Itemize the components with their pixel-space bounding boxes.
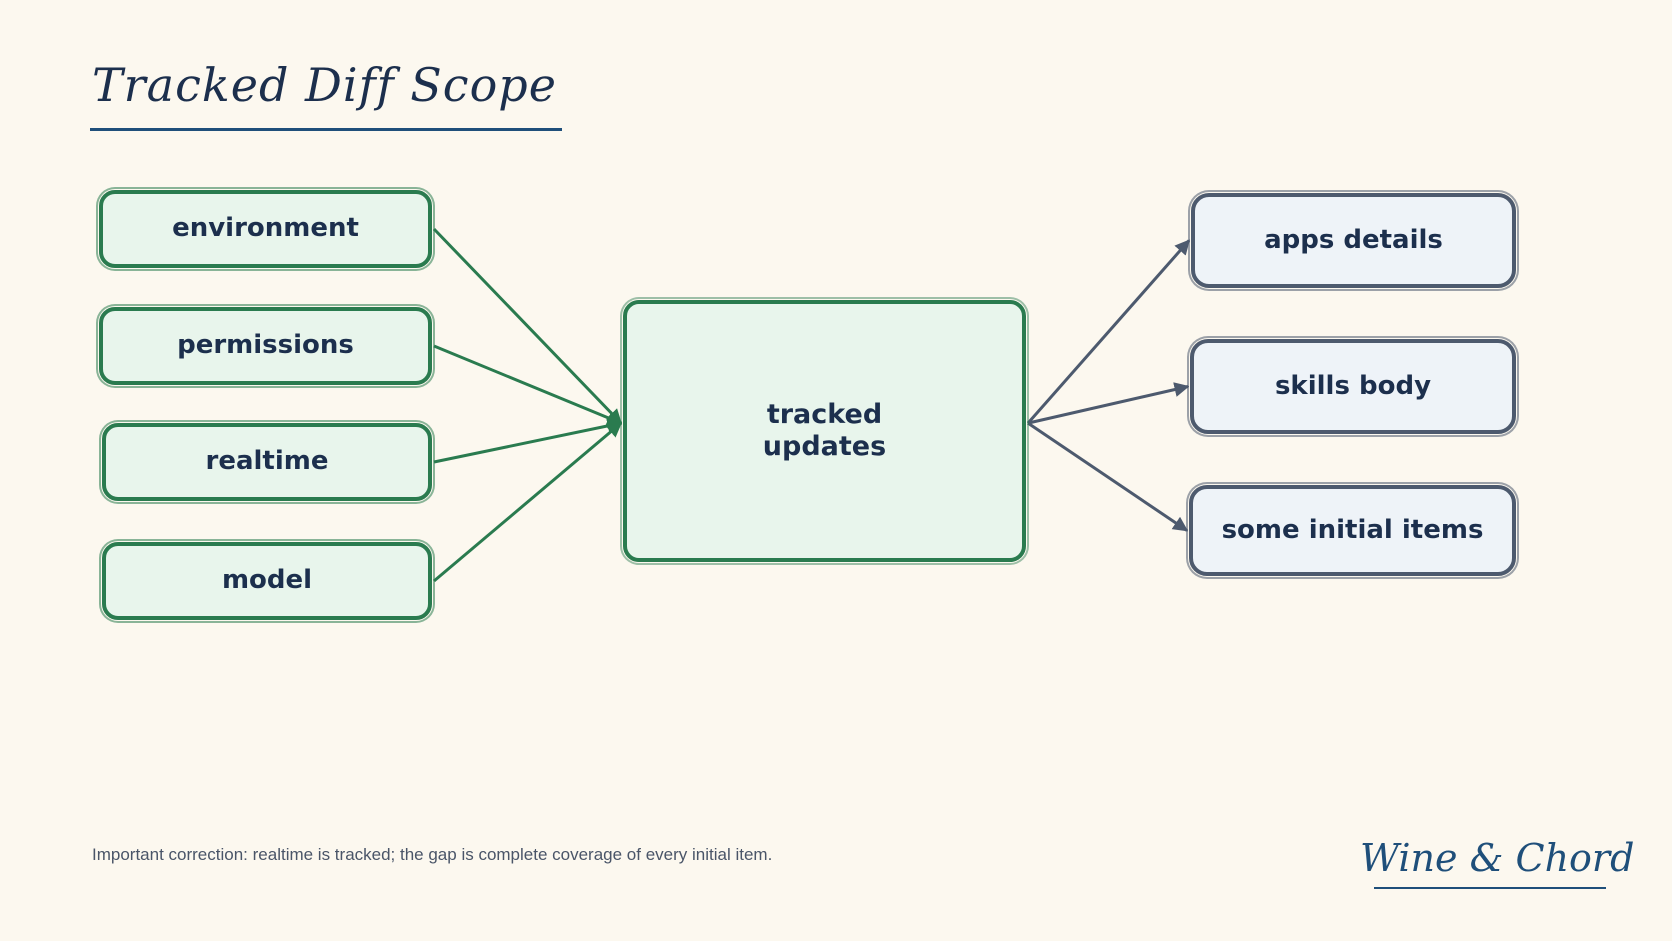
node-tracked-updates: tracked updates: [623, 300, 1026, 562]
edge-tracked-updates-to-apps-details: [1026, 239, 1191, 425]
brand-logo: Wine & Chord: [1360, 836, 1635, 880]
node-permissions-label: permissions: [177, 330, 354, 361]
node-environment-label: environment: [172, 213, 359, 244]
node-model-label: model: [221, 565, 313, 596]
node-some-initial-items-label: some initial items: [1221, 514, 1484, 545]
edge-permissions-to-tracked-updates: [433, 344, 623, 425]
node-model: model: [102, 542, 432, 620]
page-title: Tracked Diff Scope: [92, 58, 557, 112]
edge-tracked-updates-to-some-initial-items: [1027, 421, 1189, 532]
brand-underline: [1374, 887, 1606, 889]
footnote: Important correction: realtime is tracke…: [92, 845, 773, 864]
node-skills-body-label: skills body: [1274, 370, 1432, 401]
node-skills-body: skills body: [1190, 339, 1516, 434]
edge-tracked-updates-to-skills-body: [1027, 382, 1190, 425]
title-underline: [90, 128, 562, 131]
node-apps-details: apps details: [1191, 193, 1516, 288]
node-tracked-updates-label: tracked updates: [762, 398, 887, 462]
edge-realtime-to-tracked-updates: [433, 418, 623, 464]
edge-environment-to-tracked-updates: [432, 227, 623, 425]
node-permissions: permissions: [99, 307, 432, 385]
node-some-initial-items: some initial items: [1189, 485, 1516, 576]
node-environment: environment: [99, 190, 432, 268]
node-apps-details-label: apps details: [1264, 224, 1443, 255]
node-realtime-label: realtime: [205, 446, 329, 477]
node-realtime: realtime: [102, 423, 432, 501]
edge-model-to-tracked-updates: [433, 421, 623, 583]
